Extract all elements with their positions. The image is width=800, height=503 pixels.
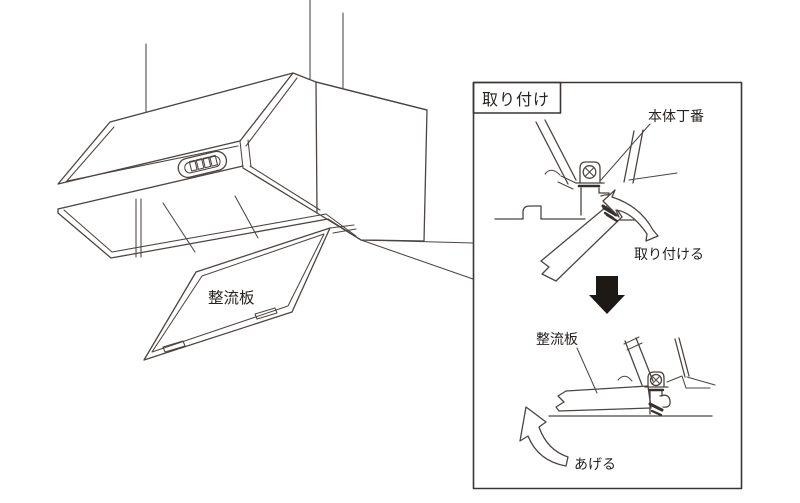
attach-curved-arrow-icon [602,189,659,242]
bottom-rim [57,165,362,259]
wire-detail [544,169,561,176]
panel-title: 取り付け [482,91,550,109]
range-hood-drawing: 整流板 [57,0,474,361]
baffle-label-leader [576,347,598,394]
break-line [555,390,567,412]
hinge-part-label: 本体丁番 [648,108,704,124]
hinge-hook [659,394,671,408]
lift-action-label: あげる [574,456,616,472]
baffle-plate-step2 [555,385,652,412]
attach-action-label: 取り付ける [634,246,704,262]
baffle-edge-step1 [540,201,623,282]
hood-interior-lines [135,195,259,258]
wire-detail [617,375,633,382]
baffle-part-label: 整流板 [536,331,578,347]
ceiling-duct-lines [145,0,344,113]
baffle-plate-label: 整流板 [208,289,255,307]
screw-icon [582,165,597,179]
control-panel [177,150,228,179]
next-step-arrow-icon [589,276,625,314]
hinge-assembly-step2 [644,371,671,417]
baffle-plate: 整流板 [143,224,357,361]
hood-body [57,72,428,242]
panel-title-box: 取り付け [472,81,562,114]
step1-attach-detail: 本体丁番 [494,108,704,282]
installation-detail-panel: 取り付け 本体丁番 [472,81,743,490]
screw-icon [649,373,663,387]
panel-border [472,81,743,490]
step2-lift-detail: 整流板 [519,331,716,472]
control-buttons [188,154,219,172]
callout-leader-lines [360,239,474,280]
lift-curved-arrow-icon [519,406,569,467]
break-line [540,260,557,282]
